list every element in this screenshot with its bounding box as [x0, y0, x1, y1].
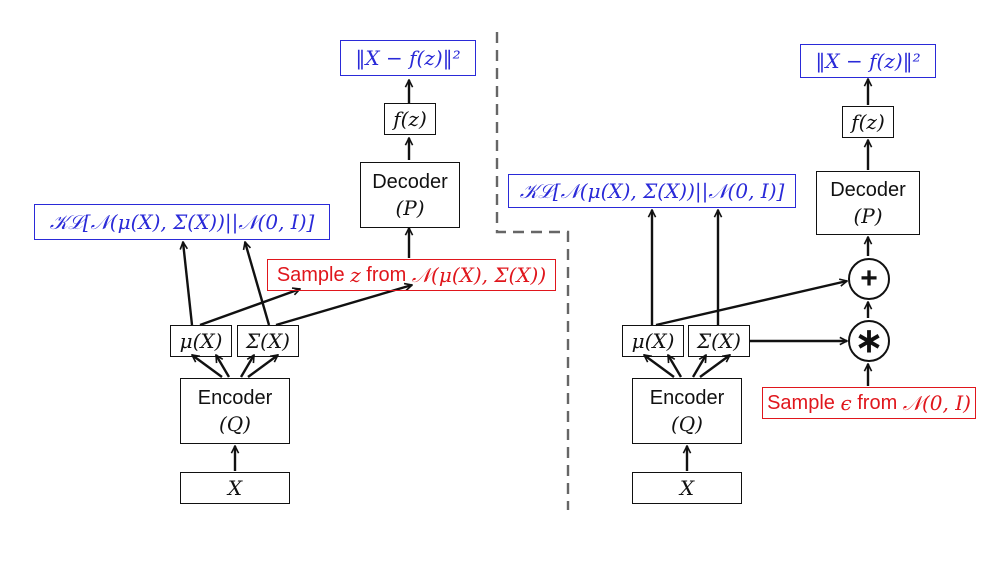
plus-operator: +	[848, 258, 890, 300]
input-label: X	[227, 476, 243, 500]
encoder-title-right: Encoder	[649, 387, 725, 409]
arrow-encoder-to-mu-right-2	[666, 355, 683, 378]
input-box-right: X	[632, 472, 742, 504]
sample-var: z	[350, 263, 361, 287]
arrow-encoder-to-mu-2	[214, 355, 231, 378]
plus-symbol: +	[860, 262, 878, 295]
input-label-right: X	[679, 476, 695, 500]
input-box: X	[180, 472, 290, 504]
fz-box-right: f(z)	[842, 106, 894, 138]
decoder-title-right: Decoder	[830, 179, 906, 201]
loss-box-right: ‖X − f(z)‖²	[800, 44, 936, 78]
sample-box: Sample z from 𝒩(μ(X), Σ(X))	[267, 259, 556, 291]
kl-box-right: 𝒦ℒ[𝒩(μ(X), Σ(X))||𝒩(0, I)]	[508, 174, 796, 208]
sigma-label-right: Σ(X)	[697, 329, 741, 353]
arrow-sigma-to-kl	[245, 242, 271, 326]
decoder-title: Decoder	[372, 171, 448, 193]
dashed-divider	[495, 32, 570, 510]
multiply-operator: ∗	[848, 320, 890, 362]
mu-label-right: μ(X)	[631, 329, 675, 353]
arrow-sigma-to-sample	[275, 285, 412, 327]
encoder-box-right: Encoder (Q)	[632, 378, 742, 444]
arrow-encoder-to-sigma	[239, 355, 256, 378]
arrow-encoder-to-mu-right	[644, 355, 675, 378]
fz-box: f(z)	[384, 103, 436, 135]
arrow-encoder-to-sigma-right	[691, 355, 708, 378]
sample-from-right: from	[851, 392, 903, 414]
arrow-mu-to-sample	[199, 289, 300, 327]
kl-box: 𝒦ℒ[𝒩(μ(X), Σ(X))||𝒩(0, I)]	[34, 204, 330, 240]
encoder-box: Encoder (Q)	[180, 378, 290, 444]
decoder-box: Decoder (P)	[360, 162, 460, 228]
mu-label: μ(X)	[179, 329, 223, 353]
arrow-encoder-to-sigma-right-2	[699, 355, 730, 378]
loss-box: ‖X − f(z)‖²	[340, 40, 476, 76]
decoder-param-right: (P)	[853, 204, 883, 228]
loss-label: ‖X − f(z)‖²	[355, 46, 461, 70]
arrow-mu-to-plus	[655, 281, 847, 327]
loss-label-right: ‖X − f(z)‖²	[815, 49, 921, 73]
epsilon-dist: 𝒩(0, I)	[902, 391, 971, 415]
sample-dist: 𝒩(μ(X), Σ(X))	[411, 263, 547, 287]
decoder-box-right: Decoder (P)	[816, 171, 920, 235]
sigma-label: Σ(X)	[246, 329, 290, 353]
encoder-param-right: (Q)	[670, 412, 703, 436]
epsilon-var: ϵ	[840, 391, 852, 415]
fz-label-right: f(z)	[851, 110, 885, 134]
decoder-param: (P)	[395, 196, 425, 220]
arrow-encoder-to-mu	[192, 355, 223, 378]
sigma-box-right: Σ(X)	[688, 325, 750, 357]
sample-prefix-right: Sample	[767, 392, 841, 414]
encoder-title: Encoder	[197, 387, 273, 409]
multiply-symbol: ∗	[854, 322, 884, 360]
mu-box: μ(X)	[170, 325, 232, 357]
sample-from: from	[360, 264, 412, 286]
sigma-box: Σ(X)	[237, 325, 299, 357]
mu-box-right: μ(X)	[622, 325, 684, 357]
kl-label: 𝒦ℒ[𝒩(μ(X), Σ(X))||𝒩(0, I)]	[49, 210, 315, 234]
sample-prefix: Sample	[276, 264, 351, 286]
arrow-encoder-to-sigma-2	[247, 355, 278, 378]
encoder-param: (Q)	[218, 412, 251, 436]
epsilon-sample-box: Sample ϵ from 𝒩(0, I)	[762, 387, 976, 419]
arrow-mu-to-kl	[183, 242, 194, 326]
kl-label-right: 𝒦ℒ[𝒩(μ(X), Σ(X))||𝒩(0, I)]	[519, 179, 785, 203]
fz-label: f(z)	[393, 107, 427, 131]
